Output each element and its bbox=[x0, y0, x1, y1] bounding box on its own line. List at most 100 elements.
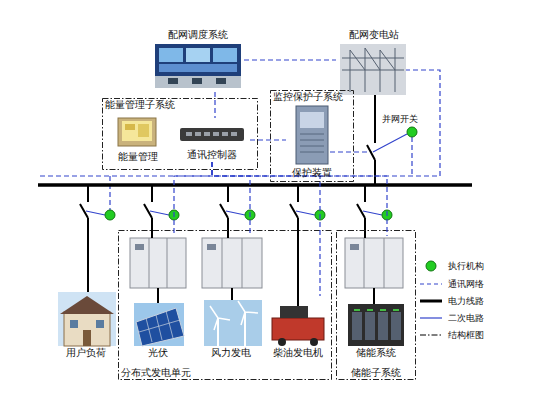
dash-dot-frame bbox=[271, 91, 354, 182]
communication-connector bbox=[212, 162, 387, 236]
house-window bbox=[96, 320, 104, 328]
component-node: 通讯控制器 bbox=[174, 118, 250, 162]
node-text: 分布式发电单元 bbox=[121, 367, 191, 379]
converter-cabinet bbox=[345, 238, 403, 288]
communication-connector bbox=[214, 92, 215, 118]
legend-text: 结构框图 bbox=[448, 329, 484, 341]
desk-monitor bbox=[192, 78, 202, 84]
component-node: 能量管理 bbox=[110, 114, 166, 164]
component-node: 柴油发电机 bbox=[266, 296, 330, 360]
node-text: 储能子系统 bbox=[351, 367, 401, 379]
communication-connector bbox=[250, 139, 286, 140]
component-node: 配网调度系统 bbox=[152, 28, 244, 92]
cabinet-display bbox=[350, 244, 359, 250]
component-node: 储能系统 bbox=[341, 236, 411, 360]
control-screen bbox=[186, 48, 210, 62]
protection-cabinet bbox=[296, 106, 328, 164]
legend-sample bbox=[420, 283, 442, 284]
battery-cell bbox=[365, 312, 375, 340]
cabinet-display bbox=[207, 244, 216, 250]
control-screen bbox=[159, 64, 237, 72]
wind-sky bbox=[204, 300, 262, 346]
desk-monitor bbox=[216, 78, 226, 84]
cabinet-panel bbox=[300, 112, 324, 128]
actuator-dot bbox=[245, 210, 255, 220]
cabinet-display bbox=[135, 244, 144, 250]
legend-text: 电力线路 bbox=[448, 295, 484, 307]
panel-screen bbox=[122, 121, 152, 141]
switch-label: 并网开关 bbox=[382, 113, 418, 125]
component-node: 光伏 bbox=[126, 236, 190, 360]
battery-bank bbox=[348, 304, 404, 346]
legend-sample bbox=[420, 300, 442, 303]
network-switch bbox=[180, 128, 244, 141]
panel-widget bbox=[125, 124, 135, 130]
power-line bbox=[158, 288, 374, 304]
diesel-engine bbox=[280, 306, 308, 318]
legend-text: 执行机构 bbox=[448, 260, 484, 272]
legend-sample bbox=[420, 335, 442, 336]
house-roof bbox=[60, 296, 114, 314]
battery-cell bbox=[378, 312, 388, 340]
cabinet-rows bbox=[300, 134, 324, 152]
cabinet-doors bbox=[364, 238, 384, 288]
solar-panel bbox=[136, 308, 184, 346]
grid-switch bbox=[367, 95, 375, 185]
node-text: 储能系统 bbox=[356, 347, 396, 359]
node-text: 能量管理子系统 bbox=[105, 99, 175, 111]
battery-cell bbox=[352, 312, 362, 340]
actuator-dot bbox=[407, 127, 417, 137]
cabinet-doors bbox=[149, 238, 167, 288]
communication-connector bbox=[174, 162, 212, 236]
legend-text: 二次电路 bbox=[448, 312, 484, 324]
communication-line bbox=[110, 137, 412, 210]
switch-port bbox=[213, 132, 219, 136]
node-text: 通讯控制器 bbox=[187, 149, 237, 161]
substation-photo bbox=[340, 44, 406, 95]
battery-terminals bbox=[354, 309, 399, 311]
node-text: 能量管理 bbox=[118, 151, 158, 163]
secondary-circuit bbox=[86, 134, 407, 215]
substation-structure bbox=[342, 48, 404, 92]
node-text: 风力发电 bbox=[211, 347, 251, 359]
switch-port bbox=[231, 132, 237, 136]
diesel-wheel bbox=[278, 338, 286, 346]
wind-blades bbox=[210, 301, 258, 330]
node-text: 用户负荷 bbox=[66, 347, 106, 359]
energy-panel bbox=[118, 118, 156, 146]
control-room-wall bbox=[155, 44, 241, 88]
legend-swatch bbox=[426, 261, 436, 271]
desk-monitor bbox=[168, 78, 178, 84]
control-screen bbox=[213, 48, 237, 62]
cabinet-doors bbox=[222, 238, 242, 288]
dash-dot-frame bbox=[337, 231, 416, 380]
feeder-line bbox=[80, 185, 88, 292]
actuator-dot bbox=[105, 210, 115, 220]
node-text: 柴油发电机 bbox=[273, 347, 323, 359]
legend-sample bbox=[420, 317, 442, 318]
switch-port bbox=[195, 132, 201, 136]
communication-connector bbox=[212, 162, 250, 236]
switch-port bbox=[204, 132, 210, 136]
converter-cabinet bbox=[130, 238, 186, 288]
node-text: 配网变电站 bbox=[349, 29, 399, 41]
component-node: 配网变电站 bbox=[336, 28, 412, 98]
diesel-body bbox=[272, 318, 324, 340]
communication-connector bbox=[212, 162, 320, 296]
communication-line bbox=[40, 70, 440, 176]
node-text: 监控保护子系统 bbox=[273, 91, 343, 103]
converter-cabinet bbox=[202, 238, 262, 288]
component-node: 保护装置 bbox=[286, 104, 338, 180]
diesel-wheel bbox=[310, 338, 318, 346]
panel-widget bbox=[138, 124, 149, 137]
house-body bbox=[64, 312, 110, 346]
group-box: 分布式发电单元 光伏风力发电 柴油发电机 bbox=[118, 230, 332, 380]
bus-bar bbox=[38, 183, 472, 187]
component-node: 用户负荷 bbox=[50, 288, 122, 360]
dash-dot-frame bbox=[103, 99, 258, 170]
group-box: 能量管理子系统能量管理 通讯控制器 bbox=[102, 98, 258, 170]
house-window bbox=[70, 320, 78, 328]
